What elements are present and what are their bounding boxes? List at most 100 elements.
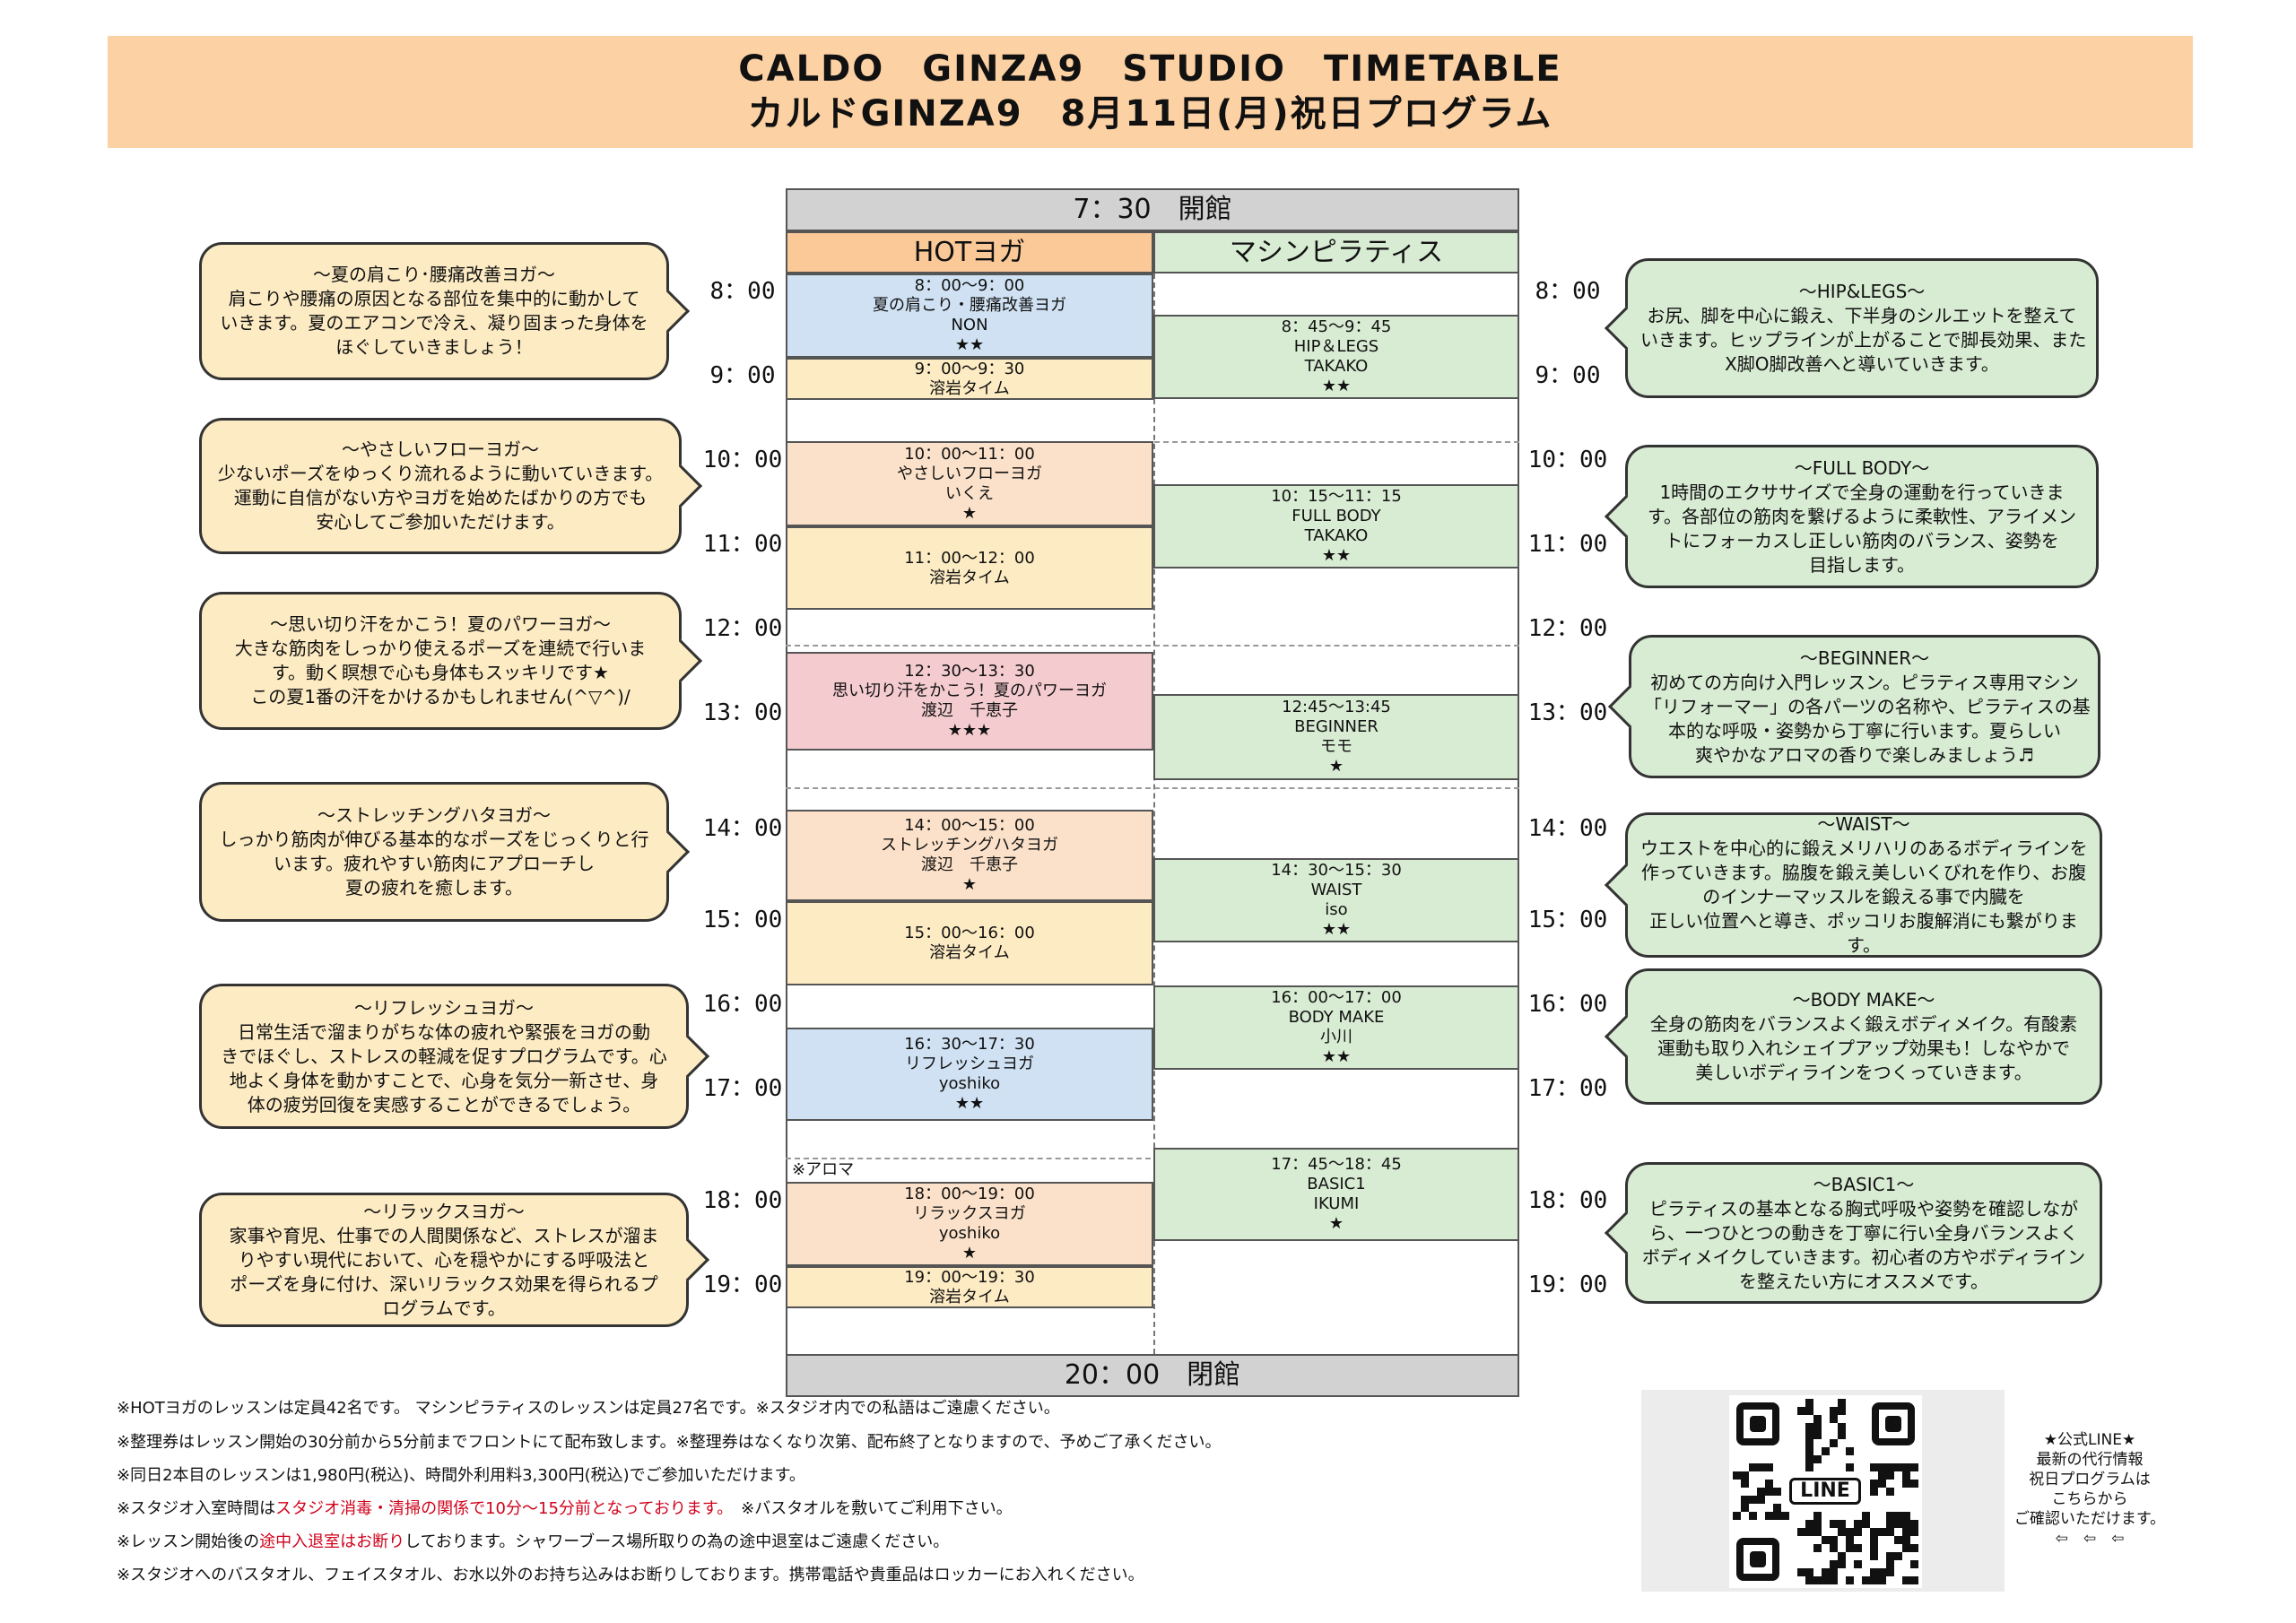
qr-module (1878, 1568, 1886, 1576)
qr-module (1749, 1463, 1757, 1471)
qr-module (1830, 1560, 1838, 1568)
qr-module (1830, 1415, 1838, 1423)
hot-lesson: 9：00～9：30 溶岩タイム (786, 358, 1153, 400)
time-tick: 16：00 (702, 991, 783, 1018)
footer-note: ※HOTヨガのレッスンは定員42名です。 マシンピラティスのレッスンは定員27名… (117, 1399, 1060, 1418)
footer-note: ※スタジオ入室時間はスタジオ消毒・清掃の関係で10分～15分前となっております。… (117, 1496, 1013, 1519)
qr-module (1910, 1528, 1918, 1536)
time-tick: 14：00 (1527, 815, 1608, 842)
qr-module (1830, 1576, 1838, 1584)
qr-module (1902, 1480, 1910, 1488)
time-tick: 8：00 (1535, 278, 1601, 305)
qr-module (1741, 1471, 1749, 1480)
note-text: しております。シャワーブース場所取りの為の途中退室はご遠慮ください。 (404, 1532, 950, 1551)
qr-module (1822, 1576, 1830, 1584)
description-text: ～思い切り汗をかこう！夏のパワーヨガ～ 大きな筋肉をしっかり使えるポーズを連続で… (234, 613, 647, 707)
time-tick: 10：00 (1527, 447, 1608, 473)
hot-lesson: 15：00～16：00 溶岩タイム (786, 901, 1153, 985)
qr-module (1805, 1520, 1813, 1528)
description-text: ～ストレッチングハタヨガ～ しっかり筋肉が伸びる基本的なポーズをじっくりと行 い… (219, 804, 649, 898)
description-text: ～リラックスヨガ～ 家事や育児、仕事での人間関係など、ストレスが溜ま りやすい現… (229, 1200, 659, 1319)
qr-module (1902, 1544, 1910, 1552)
qr-module (1846, 1544, 1854, 1552)
hot-lesson: 16：30～17：30 リフレッシュヨガ yoshiko ★★ (786, 1028, 1153, 1121)
hot-yoga-description: ～リラックスヨガ～ 家事や育児、仕事での人間関係など、ストレスが溜ま りやすい現… (199, 1193, 710, 1327)
qr-module (1902, 1520, 1910, 1528)
time-tick: 17：00 (702, 1075, 783, 1102)
qr-module (1813, 1544, 1822, 1552)
qr-module (1805, 1455, 1813, 1463)
qr-module (1886, 1568, 1894, 1576)
qr-module (1886, 1552, 1894, 1560)
line-qr-code[interactable]: LINE (1729, 1395, 1922, 1588)
qr-module (1813, 1528, 1822, 1536)
qr-module (1822, 1447, 1830, 1455)
qr-module (1878, 1471, 1886, 1480)
hot-lesson: 10：00～11：00 やさしいフローヨガ いくえ ★ (786, 441, 1153, 526)
footer-note: ※整理券はレッスン開始の30分前から5分前までフロントにて配布致します。※整理券… (117, 1433, 1222, 1452)
note-text: ※レッスン開始後の (117, 1532, 260, 1551)
hot-lesson: 11：00～12：00 溶岩タイム (786, 526, 1153, 610)
qr-module (1773, 1504, 1781, 1512)
qr-module (1805, 1407, 1813, 1415)
qr-module (1733, 1512, 1741, 1520)
qr-module (1886, 1471, 1894, 1480)
time-tick: 11：00 (702, 531, 783, 558)
qr-module (1862, 1520, 1870, 1528)
qr-module (1838, 1520, 1846, 1528)
qr-module (1830, 1544, 1838, 1552)
time-tick: 14：00 (702, 815, 783, 842)
column-divider (1153, 273, 1155, 1354)
qr-module (1805, 1423, 1813, 1431)
line-logo: LINE (1789, 1478, 1861, 1505)
qr-module (1886, 1512, 1894, 1520)
qr-module (1765, 1463, 1773, 1471)
footer-note: ※スタジオへのバスタオル、フェイスタオル、お水以外のお持ち込みはお断りしておりま… (117, 1566, 1144, 1584)
qr-module (1797, 1528, 1805, 1536)
qr-module (1805, 1399, 1813, 1407)
qr-module (1910, 1463, 1918, 1471)
qr-module (1846, 1536, 1854, 1544)
qr-module (1813, 1455, 1822, 1463)
qr-module (1797, 1407, 1805, 1415)
pilates-description: ～BASIC1～ ピラティスの基本となる胸式呼吸や姿勢を確認しなが ら、一つひと… (1604, 1162, 2102, 1304)
column-header-hot-yoga: HOTヨガ (786, 231, 1153, 273)
qr-module (1741, 1496, 1749, 1504)
qr-module (1838, 1407, 1846, 1415)
time-tick: 12：00 (702, 615, 783, 642)
qr-module (1854, 1560, 1862, 1568)
qr-module (1805, 1568, 1813, 1576)
machine-lesson: 17：45～18：45 BASIC1 IKUMI ★ (1153, 1148, 1519, 1241)
description-text: ～リフレッシュヨガ～ 日常生活で溜まりがちな体の疲れや緊張をヨガの動 きでほぐし… (221, 996, 667, 1115)
qr-module (1894, 1520, 1902, 1528)
time-tick: 19：00 (702, 1271, 783, 1298)
gridline (786, 787, 1519, 789)
qr-module (1797, 1568, 1805, 1576)
qr-module (1894, 1536, 1902, 1544)
time-tick: 11：00 (1527, 531, 1608, 558)
qr-module (1870, 1480, 1878, 1488)
qr-module (1902, 1536, 1910, 1544)
qr-module (1902, 1471, 1910, 1480)
qr-module (1886, 1560, 1894, 1568)
description-text: ～FULL BODY～ 1時間のエクササイズで全身の運動を行っていきま す。各部… (1648, 456, 2076, 576)
machine-lesson: 10：15～11：15 FULL BODY TAKAKO ★★ (1153, 484, 1519, 568)
qr-module (1813, 1520, 1822, 1528)
qr-module (1878, 1528, 1886, 1536)
note-warning: スタジオ消毒・清掃の関係で10分～15分前となっております。 (275, 1499, 726, 1518)
qr-module (1757, 1496, 1765, 1504)
time-tick: 16：00 (1527, 991, 1608, 1018)
qr-module (1910, 1520, 1918, 1528)
machine-lesson: 16：00～17：00 BODY MAKE 小川 ★★ (1153, 985, 1519, 1070)
qr-module (1886, 1488, 1894, 1496)
qr-module (1854, 1520, 1862, 1528)
time-tick: 13：00 (1527, 699, 1608, 726)
qr-module (1733, 1471, 1741, 1480)
qr-module (1830, 1520, 1838, 1528)
qr-module (1805, 1463, 1813, 1471)
footer-note: ※レッスン開始後の途中入退室はお断りしております。シャワーブース場所取りの為の途… (117, 1529, 949, 1552)
qr-module (1870, 1552, 1878, 1560)
time-tick: 18：00 (1527, 1187, 1608, 1214)
pilates-description: ～BODY MAKE～ 全身の筋肉をバランスよく鍛えボディメイク。有酸素 運動も… (1604, 968, 2102, 1105)
description-text: ～BEGINNER～ 初めての方向け入門レッスン。ピラティス専用マシン 「リフォ… (1644, 647, 2091, 766)
